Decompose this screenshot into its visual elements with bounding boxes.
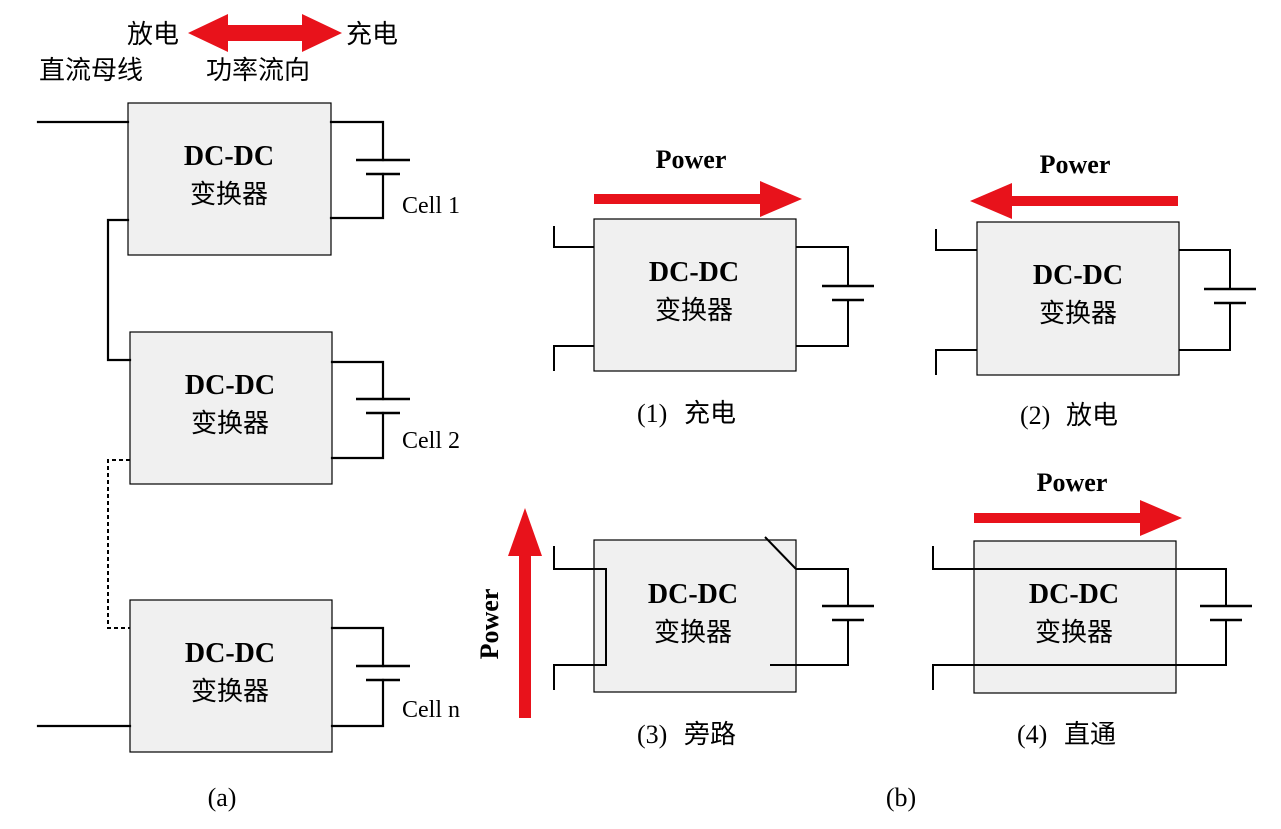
- mode-2-number: (2): [1020, 401, 1050, 430]
- mode-3-number: (3): [637, 720, 667, 749]
- mode-4-number: (4): [1017, 720, 1047, 749]
- mode-3-bypass: Power DC-DC 变换器 (3) 旁路: [475, 508, 874, 750]
- panel-a: 放电 充电 直流母线 功率流向 DC-DC 变换器 DC-DC 变换器 DC-D…: [36, 14, 460, 812]
- mode-2-power-arrow: [970, 183, 1178, 219]
- dc-bus-wiring: [36, 120, 132, 728]
- mode-3-label: 旁路: [684, 720, 736, 750]
- mode-2-subtitle: 变换器: [1039, 299, 1117, 329]
- legend-power-flow: 功率流向: [206, 56, 310, 86]
- mode-4-subtitle: 变换器: [1035, 618, 1113, 648]
- mode-1-label: 充电: [684, 399, 736, 429]
- mode-2-label: 放电: [1066, 401, 1118, 431]
- converter-1-title: DC-DC: [184, 141, 274, 172]
- mode-3-title: DC-DC: [648, 579, 738, 610]
- converter-1: DC-DC 变换器: [127, 102, 332, 256]
- mode-4-direct: Power DC-DC 变换器 (4) 直通: [932, 468, 1252, 750]
- converter-n-subtitle: 变换器: [191, 677, 269, 707]
- cell-2-battery: [330, 360, 410, 460]
- mode-4-power-label: Power: [1037, 468, 1108, 497]
- mode-2-title: DC-DC: [1033, 260, 1123, 291]
- panel-b-label: (b): [886, 783, 916, 812]
- mode-3-subtitle: 变换器: [654, 618, 732, 648]
- cell-1-battery: [329, 120, 410, 220]
- converter-2: DC-DC 变换器: [129, 331, 333, 485]
- mode-2-power-label: Power: [1040, 150, 1111, 179]
- converter-n: DC-DC 变换器: [129, 599, 333, 753]
- mode-1-charge: Power DC-DC 变换器 (1) 充电: [553, 145, 874, 429]
- converter-n-title: DC-DC: [185, 638, 275, 669]
- mode-4-label: 直通: [1064, 720, 1116, 750]
- converter-2-title: DC-DC: [185, 370, 275, 401]
- mode-3-power-label: Power: [475, 589, 504, 660]
- panel-b: Power DC-DC 变换器 (1) 充电 Power DC-DC 变换器: [475, 145, 1256, 812]
- legend-bus: 直流母线: [39, 56, 143, 86]
- cell-n-label: Cell n: [402, 697, 460, 723]
- converter-1-subtitle: 变换器: [190, 180, 268, 210]
- cell-1-label: Cell 1: [402, 193, 460, 219]
- converter-2-subtitle: 变换器: [191, 409, 269, 439]
- mode-2-discharge: Power DC-DC 变换器 (2) 放电: [935, 150, 1256, 431]
- cell-n-battery: [330, 626, 410, 728]
- mode-3-power-arrow: [508, 508, 542, 718]
- mode-1-power-label: Power: [656, 145, 727, 174]
- legend-charge: 充电: [346, 20, 398, 50]
- mode-1-subtitle: 变换器: [655, 296, 733, 326]
- power-flow-double-arrow: [188, 14, 342, 52]
- legend-discharge: 放电: [127, 20, 179, 50]
- panel-a-label: (a): [208, 783, 237, 812]
- cell-2-label: Cell 2: [402, 428, 460, 454]
- mode-1-power-arrow: [594, 181, 802, 217]
- mode-4-power-arrow: [974, 500, 1182, 536]
- mode-4-title: DC-DC: [1029, 579, 1119, 610]
- mode-1-title: DC-DC: [649, 257, 739, 288]
- mode-1-number: (1): [637, 399, 667, 428]
